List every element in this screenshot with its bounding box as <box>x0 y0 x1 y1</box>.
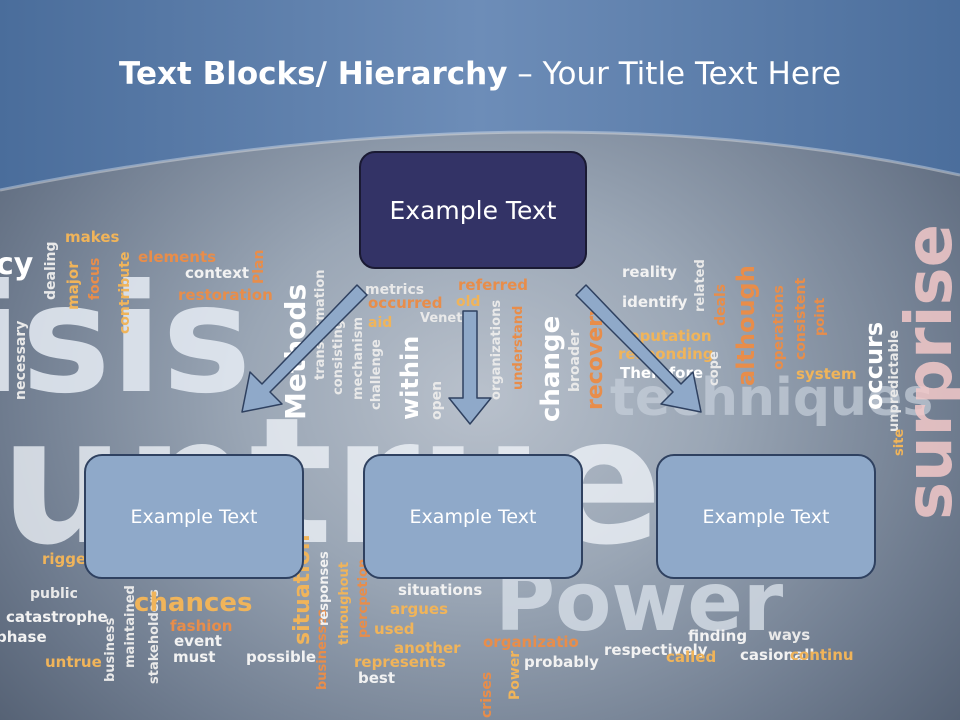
bg-word: possible <box>246 648 317 666</box>
hierarchy-top-box[interactable]: Example Text <box>359 151 587 269</box>
arrow-right <box>575 284 702 413</box>
bg-word: casionall <box>740 646 815 664</box>
bg-word: identify <box>622 293 688 311</box>
arrow-center <box>448 310 492 425</box>
bg-word: respectively <box>604 641 708 659</box>
bg-word: finding <box>688 627 748 645</box>
bg-word: metrics <box>365 282 425 298</box>
bg-word: reality <box>622 263 677 281</box>
bg-word: event <box>174 632 222 650</box>
bg-word: aid <box>368 315 393 331</box>
hierarchy-child-box-1[interactable]: Example Text <box>84 454 304 579</box>
bg-word: untrue <box>45 653 102 671</box>
bg-word: organizatio <box>483 633 579 651</box>
bg-word: phase <box>0 628 47 646</box>
hierarchy-child-label: Example Text <box>702 505 830 528</box>
bg-word: reputation <box>622 327 712 345</box>
bg-word: must <box>173 648 216 666</box>
hierarchy-child-label: Example Text <box>409 505 537 528</box>
bg-word: continu <box>790 646 854 664</box>
bg-word: situations <box>398 581 483 599</box>
hierarchy-child-box-2[interactable]: Example Text <box>363 454 583 579</box>
bg-word: context <box>185 264 250 282</box>
bg-word: occurred <box>368 294 443 312</box>
bg-word: fashion <box>170 617 233 635</box>
bg-word: referred <box>458 276 528 294</box>
bg-word: restoration <box>178 286 273 304</box>
bg-word: old <box>456 294 481 310</box>
hierarchy-child-box-3[interactable]: Example Text <box>656 454 876 579</box>
bg-word: used <box>374 620 415 638</box>
slide-title: Text Blocks/ Hierarchy – Your Title Text… <box>0 56 960 92</box>
bg-word: system <box>796 365 857 383</box>
title-bold-part: Text Blocks/ Hierarchy <box>118 56 508 92</box>
bg-word: probably <box>524 653 599 671</box>
bg-word: elements <box>138 248 217 266</box>
hierarchy-top-label: Example Text <box>389 195 557 225</box>
bg-word: makes <box>65 228 120 246</box>
bg-word: rigger <box>42 550 94 568</box>
bg-word: chances <box>134 588 253 618</box>
bg-word: ways <box>768 626 811 644</box>
bg-word: another <box>394 639 461 657</box>
arrow-left <box>241 284 368 413</box>
title-rest-part: – Your Title Text Here <box>507 56 842 92</box>
bg-word: Venetie <box>420 311 476 326</box>
bg-word: called <box>666 648 717 666</box>
bg-word: public <box>30 586 78 602</box>
bg-word: represents <box>354 653 446 671</box>
bg-word: argues <box>390 600 449 618</box>
bg-word: isis <box>0 253 252 427</box>
bg-word: best <box>358 669 396 687</box>
bg-word: cy <box>0 247 34 282</box>
hierarchy-child-label: Example Text <box>130 505 258 528</box>
bg-word: catastrophe <box>6 608 108 626</box>
